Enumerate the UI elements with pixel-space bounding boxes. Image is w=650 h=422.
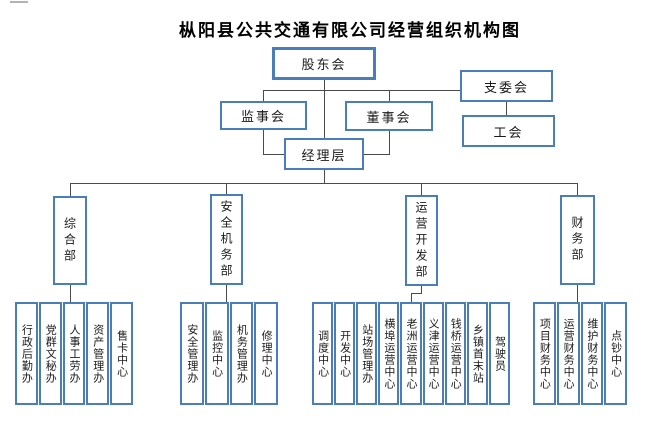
- dept-operations: 运营开发部: [405, 195, 438, 286]
- connector-to-finance-dept: [577, 183, 578, 195]
- connector-directors-management: [364, 154, 390, 155]
- unit-township-terminals: 乡镇首末站: [466, 302, 488, 405]
- unit-project-finance: 项目财务中心: [533, 302, 556, 405]
- connector-departments-horizontal: [70, 183, 578, 184]
- node-management: 经理层: [284, 138, 364, 170]
- unit-mechanical-management: 机务管理办: [229, 302, 254, 405]
- unit-maintenance-finance: 维护财务中心: [580, 302, 604, 405]
- unit-dispatch-center: 调度中心: [312, 302, 334, 405]
- unit-laozhou-operations: 老洲运营中心: [400, 302, 422, 405]
- connector-to-directors: [389, 90, 390, 101]
- connector-operations-jog-left: [411, 293, 422, 294]
- connector-to-operations-dept: [421, 183, 422, 195]
- connector-operations-group: [411, 293, 412, 302]
- node-labor-union: 工会: [462, 115, 555, 147]
- dept-finance: 财务部: [560, 195, 595, 285]
- connector-to-supervisors: [263, 90, 264, 101]
- node-directors: 董事会: [345, 101, 433, 131]
- page-border-artifact: [10, 1, 28, 3]
- dept-general: 综合部: [53, 196, 87, 285]
- connector-supervisors-down: [263, 130, 264, 155]
- connector-branch-union: [506, 102, 507, 115]
- group-safety: 安全管理办 监控中心 机务管理办 修理中心: [180, 302, 278, 405]
- unit-station-management: 站场管理办: [356, 302, 378, 405]
- connector-management-down: [324, 170, 325, 183]
- connector-top-horizontal: [263, 90, 460, 91]
- unit-asset-management: 资产管理办: [86, 302, 110, 405]
- unit-hengbu-operations: 横埠运营中心: [378, 302, 400, 405]
- group-general: 行政后勤办 党群文秘办 人事工劳办 资产管理办 售卡中心: [15, 302, 133, 405]
- unit-card-sales-center: 售卡中心: [110, 302, 133, 405]
- connector-shareholders-management: [324, 80, 325, 138]
- connector-supervisors-management: [263, 154, 284, 155]
- node-supervisors: 监事会: [220, 101, 307, 130]
- connector-operations-jog-down: [421, 286, 422, 294]
- unit-operations-finance: 运营财务中心: [556, 302, 580, 405]
- unit-monitoring-center: 监控中心: [204, 302, 229, 405]
- unit-yijin-operations: 义津运营中心: [422, 302, 444, 405]
- unit-cash-counting-center: 点钞中心: [604, 302, 627, 405]
- group-finance: 项目财务中心 运营财务中心 维护财务中心 点钞中心: [533, 302, 627, 405]
- unit-development-center: 开发中心: [334, 302, 356, 405]
- unit-party-secretary: 党群文秘办: [38, 302, 62, 405]
- node-shareholders: 股东会: [272, 47, 376, 80]
- connector-general-group: [70, 285, 71, 302]
- connector-to-general-dept: [70, 183, 71, 196]
- unit-safety-management: 安全管理办: [180, 302, 204, 405]
- node-branch-committee: 支委会: [460, 70, 553, 102]
- unit-qianqiao-operations: 钱桥运营中心: [444, 302, 466, 405]
- connector-finance-group: [577, 285, 578, 302]
- unit-personnel-labor: 人事工劳办: [62, 302, 86, 405]
- group-operations: 调度中心 开发中心 站场管理办 横埠运营中心 老洲运营中心 义津运营中心 钱桥运…: [312, 302, 510, 405]
- dept-safety: 安全机务部: [210, 194, 243, 285]
- chart-title: 枞阳县公共交通有限公司经营组织机构图: [179, 21, 521, 40]
- unit-repair-center: 修理中心: [254, 302, 278, 405]
- connector-directors-down: [389, 131, 390, 155]
- connector-to-safety-dept: [226, 183, 227, 194]
- unit-admin-logistics: 行政后勤办: [15, 302, 38, 405]
- connector-safety-group: [226, 285, 227, 302]
- unit-drivers: 驾驶员: [488, 302, 510, 405]
